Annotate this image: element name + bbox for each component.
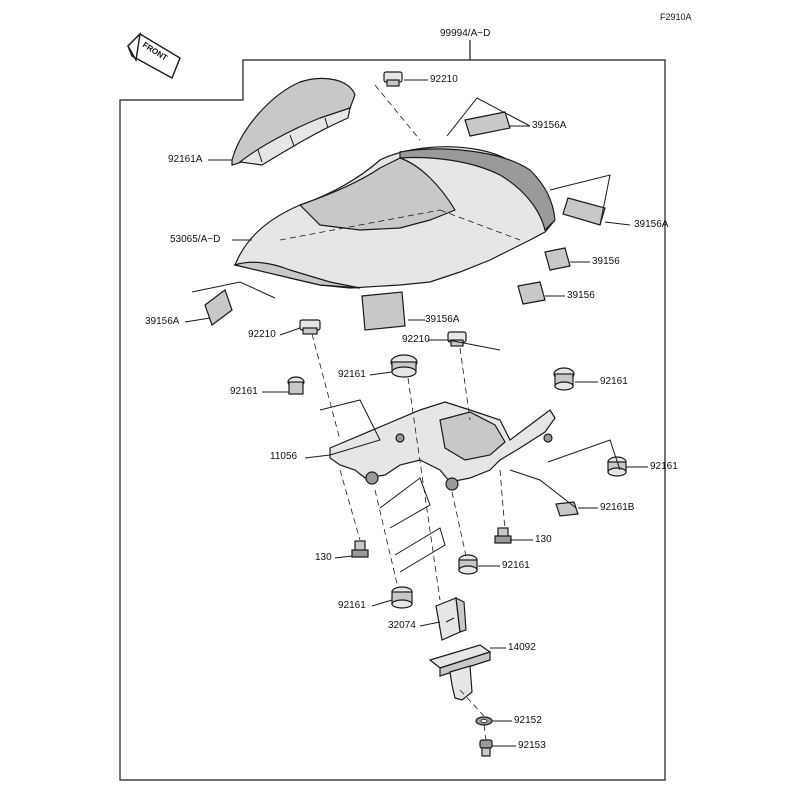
label-130-right: 130 <box>535 534 552 545</box>
leader-lines <box>184 40 648 747</box>
bracket-11056 <box>329 401 556 491</box>
pad-39156A-right <box>562 197 606 226</box>
damper-92161-c <box>553 367 575 391</box>
bolt-92153 <box>479 739 493 757</box>
label-92152: 92152 <box>514 715 542 726</box>
label-92161-c: 92161 <box>600 376 628 387</box>
label-53065: 53065/A~D <box>170 234 221 245</box>
label-39156A-a: 39156A <box>532 120 567 131</box>
label-92210-right: 92210 <box>402 334 430 345</box>
label-92161-b: 92161 <box>230 386 258 397</box>
label-92161-a: 92161 <box>338 369 366 380</box>
label-39156A-d: 39156A <box>425 314 460 325</box>
label-130-left: 130 <box>315 552 332 563</box>
label-92161-d: 92161 <box>650 461 678 472</box>
label-39156A-c: 39156A <box>145 316 180 327</box>
seat-cover-front-piece <box>231 77 356 166</box>
washer-92152 <box>475 716 493 726</box>
label-92210-left: 92210 <box>248 329 276 340</box>
label-14092: 14092 <box>508 642 536 653</box>
damper-92161-b <box>287 376 305 395</box>
label-92210-top: 92210 <box>430 74 458 85</box>
label-92153: 92153 <box>518 740 546 751</box>
grommet-92210-top <box>383 71 403 87</box>
damper-92161-a <box>390 354 418 378</box>
assembly-frame <box>119 40 666 781</box>
damper-92161-f <box>391 586 413 609</box>
pad-39156-a <box>544 247 571 271</box>
front-arrow-icon: FRONT <box>127 31 181 79</box>
seat-cover-main <box>232 146 556 289</box>
lock-14092 <box>428 644 492 701</box>
label-92161A: 92161A <box>168 154 203 165</box>
grommet-92210-right <box>447 331 467 347</box>
label-39156-b: 39156 <box>567 290 595 301</box>
assembly-dash-lines <box>311 84 506 741</box>
figure-code: F2910A <box>660 12 692 22</box>
pad-92161B <box>555 501 579 517</box>
label-99994: 99994/A~D <box>440 28 491 39</box>
pad-39156A-center <box>361 291 406 331</box>
label-39156-a: 39156 <box>592 256 620 267</box>
label-92161-e: 92161 <box>502 560 530 571</box>
pad-39156A-top <box>464 111 511 137</box>
pad-39156-b <box>517 281 546 305</box>
latch-32074 <box>435 596 467 641</box>
bolt-130-left <box>351 540 369 558</box>
bolt-130-right <box>494 527 512 544</box>
grommet-92210-left <box>299 319 321 335</box>
label-92161-f: 92161 <box>338 600 366 611</box>
label-92161B: 92161B <box>600 502 635 513</box>
damper-92161-e <box>458 554 478 575</box>
label-39156A-b: 39156A <box>634 219 669 230</box>
label-11056: 11056 <box>270 451 298 462</box>
label-32074: 32074 <box>388 620 416 631</box>
pad-39156A-left <box>204 289 233 326</box>
